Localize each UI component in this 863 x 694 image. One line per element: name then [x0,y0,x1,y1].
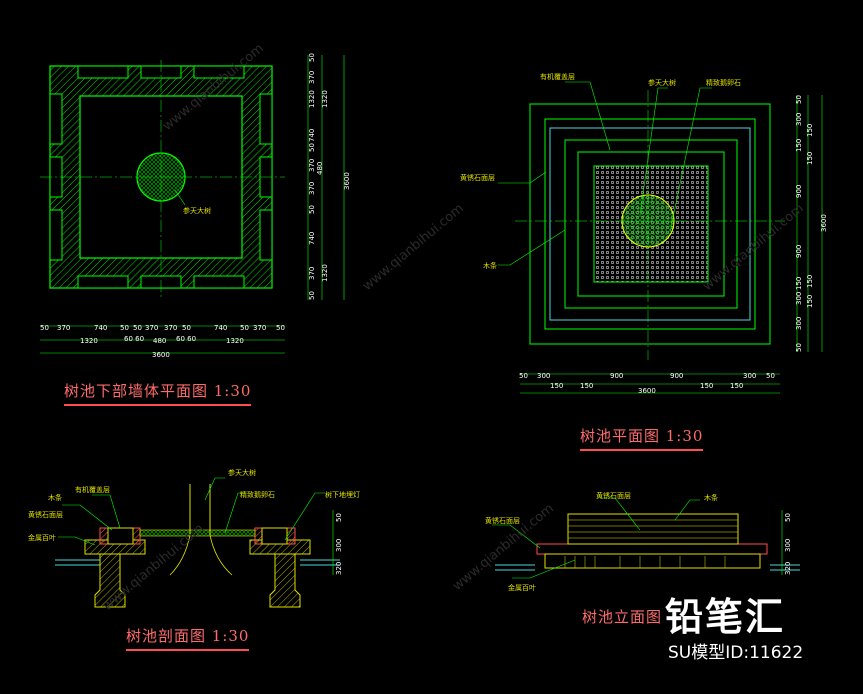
dim-text: 900 [795,245,803,258]
dim-text: 60 60 [124,335,144,343]
elev-wood-label: 木条 [704,493,718,502]
brand-logo-text: 铅笔汇 [665,595,786,639]
section-mulch-label: 有机覆盖层 [75,485,110,494]
dim-text: 300 [795,292,803,305]
dim-text: 300 [795,113,803,126]
dim-text: 150 [806,152,814,165]
dim-text: 1320 [321,264,329,282]
dim-text: 50 [240,324,249,332]
dim-text: 740 [214,324,227,332]
pool-plan-granite-label: 黄锈石面层 [460,173,495,182]
dim-text: 480 [153,337,166,345]
pool-plan-drawing [498,81,823,394]
dim-text: 300 [743,372,756,380]
elev-grate-label: 金属百叶 [508,583,536,592]
dim-text: 50 [308,291,316,300]
dim-text: 370 [145,324,158,332]
dim-text: 50 [795,343,803,352]
dim-text: 300 [795,317,803,330]
dim-text: 50 [182,324,191,332]
section-title: 树池剖面图 1:30 [126,625,250,651]
dim-text: 50 [133,324,142,332]
dim-text: 150 [806,275,814,288]
pool-plan-tree-label: 参天大树 [648,78,676,87]
wall-plan-tree-label: 参天大树 [183,206,211,215]
dim-text: 150 [580,382,593,390]
elevation-drawing [492,497,800,579]
dim-text: 50 [120,324,129,332]
section-pebble-label: 精致鹅卵石 [240,490,275,499]
elev-granite-label: 黄锈石面层 [485,516,520,525]
dim-text: 1320 [80,337,98,345]
dim-text: 50 [308,143,316,152]
dim-text: 50 [308,53,316,62]
elevation-title: 树池立面图 [582,606,662,627]
pool-plan-title-text: 树池平面图 1:30 [580,427,704,445]
dim-text: 320 [335,562,343,575]
dim-text: 900 [795,185,803,198]
section-granite-label: 黄锈石面层 [28,510,63,519]
section-wood-label: 木条 [48,493,62,502]
dim-text: 740 [94,324,107,332]
dim-text: 300 [784,539,792,552]
dim-text: 480 [316,162,324,175]
dim-text: 370 [253,324,266,332]
dim-text: 1320 [308,90,316,108]
dim-text: 320 [784,562,792,575]
dim-text: 370 [164,324,177,332]
dim-text: 150 [550,382,563,390]
dim-text: 150 [795,139,803,152]
dim-text: 740 [308,232,316,245]
dim-text: 50 [766,372,775,380]
dim-text: 60 60 [176,335,196,343]
dim-text: 3600 [820,214,828,232]
dim-text: 150 [806,124,814,137]
elev-granite-top-label: 黄锈石面层 [596,491,631,500]
dim-text: 50 [519,372,528,380]
wall-plan-drawing [40,55,345,354]
pool-plan-wood-label: 木条 [483,261,497,270]
dim-text: 1320 [321,90,329,108]
dim-text: 1320 [226,337,244,345]
dim-text: 300 [537,372,550,380]
section-tree-label: 参天大树 [228,468,256,477]
dim-text: 370 [308,182,316,195]
dim-text: 50 [308,205,316,214]
dim-text: 900 [670,372,683,380]
dim-text: 370 [308,71,316,84]
dim-text: 3600 [638,387,656,395]
dim-text: 370 [308,267,316,280]
dim-text: 900 [610,372,623,380]
dim-text: 150 [730,382,743,390]
dim-text: 370 [57,324,70,332]
wall-plan-title-text: 树池下部墙体平面图 1:30 [64,382,252,400]
dim-text: 150 [700,382,713,390]
dim-text: 50 [276,324,285,332]
section-title-text: 树池剖面图 1:30 [126,627,250,645]
dim-text: 50 [335,513,343,522]
dim-text: 50 [795,95,803,104]
dim-text: 740 [308,129,316,142]
section-drawing [55,477,340,608]
dim-text: 150 [806,295,814,308]
elevation-title-text: 树池立面图 [582,608,663,626]
section-lamp-label: 树下地埋灯 [325,490,360,499]
section-grate-label: 金属百叶 [28,533,56,542]
pool-plan-pebble-label: 精致鹅卵石 [706,78,741,87]
dim-text: 150 [795,277,803,290]
wall-plan-title: 树池下部墙体平面图 1:30 [64,380,252,406]
dim-text: 3600 [343,172,351,190]
pool-plan-mulch-label: 有机覆盖层 [540,72,575,81]
dim-text: 50 [40,324,49,332]
pool-plan-title: 树池平面图 1:30 [580,425,704,451]
dim-text: 300 [335,539,343,552]
dim-text: 370 [308,159,316,172]
dim-text: 50 [784,513,792,522]
brand-model-id: SU模型ID:11622 [668,643,804,663]
dim-text: 3600 [152,351,170,359]
